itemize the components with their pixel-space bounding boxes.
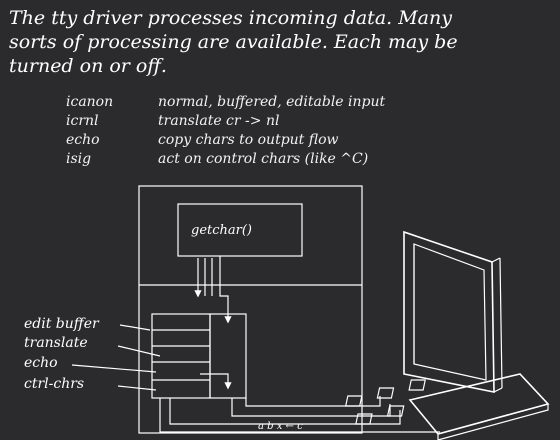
option-description: act on control chars (like ^C)	[158, 151, 369, 167]
terminal-cables	[159, 396, 440, 433]
flow-lines	[194, 256, 232, 324]
option-name: icrnl	[66, 113, 99, 129]
stage-label-ctrl-chrs: ctrl-chrs	[24, 376, 84, 392]
option-name: isig	[66, 151, 92, 167]
process-label: getchar()	[191, 223, 252, 238]
option-description: copy chars to output flow	[158, 132, 339, 148]
driver-stack	[151, 313, 247, 399]
process-box: getchar()	[177, 203, 303, 257]
option-name: echo	[66, 132, 100, 148]
kernel-box	[138, 185, 363, 434]
heading-line-2: sorts of processing are available. Each …	[9, 31, 458, 53]
stage-labels: edit buffer translate echo ctrl-chrs	[24, 316, 161, 392]
input-chars: a b x ← c	[258, 421, 303, 432]
terminal-monitor	[403, 230, 503, 393]
heading: The tty driver processes incoming data. …	[9, 6, 549, 78]
option-description: translate cr -> nl	[158, 113, 280, 129]
heading-line-1: The tty driver processes incoming data. …	[9, 7, 452, 29]
stage-label-edit-buffer: edit buffer	[24, 316, 100, 332]
stage-label-echo: echo	[24, 355, 58, 371]
stage-label-translate: translate	[24, 335, 88, 351]
option-description: normal, buffered, editable input	[158, 94, 386, 110]
terminal-keyboard	[344, 373, 550, 440]
heading-line-3: turned on or off.	[9, 55, 167, 77]
option-name: icanon	[66, 94, 114, 110]
